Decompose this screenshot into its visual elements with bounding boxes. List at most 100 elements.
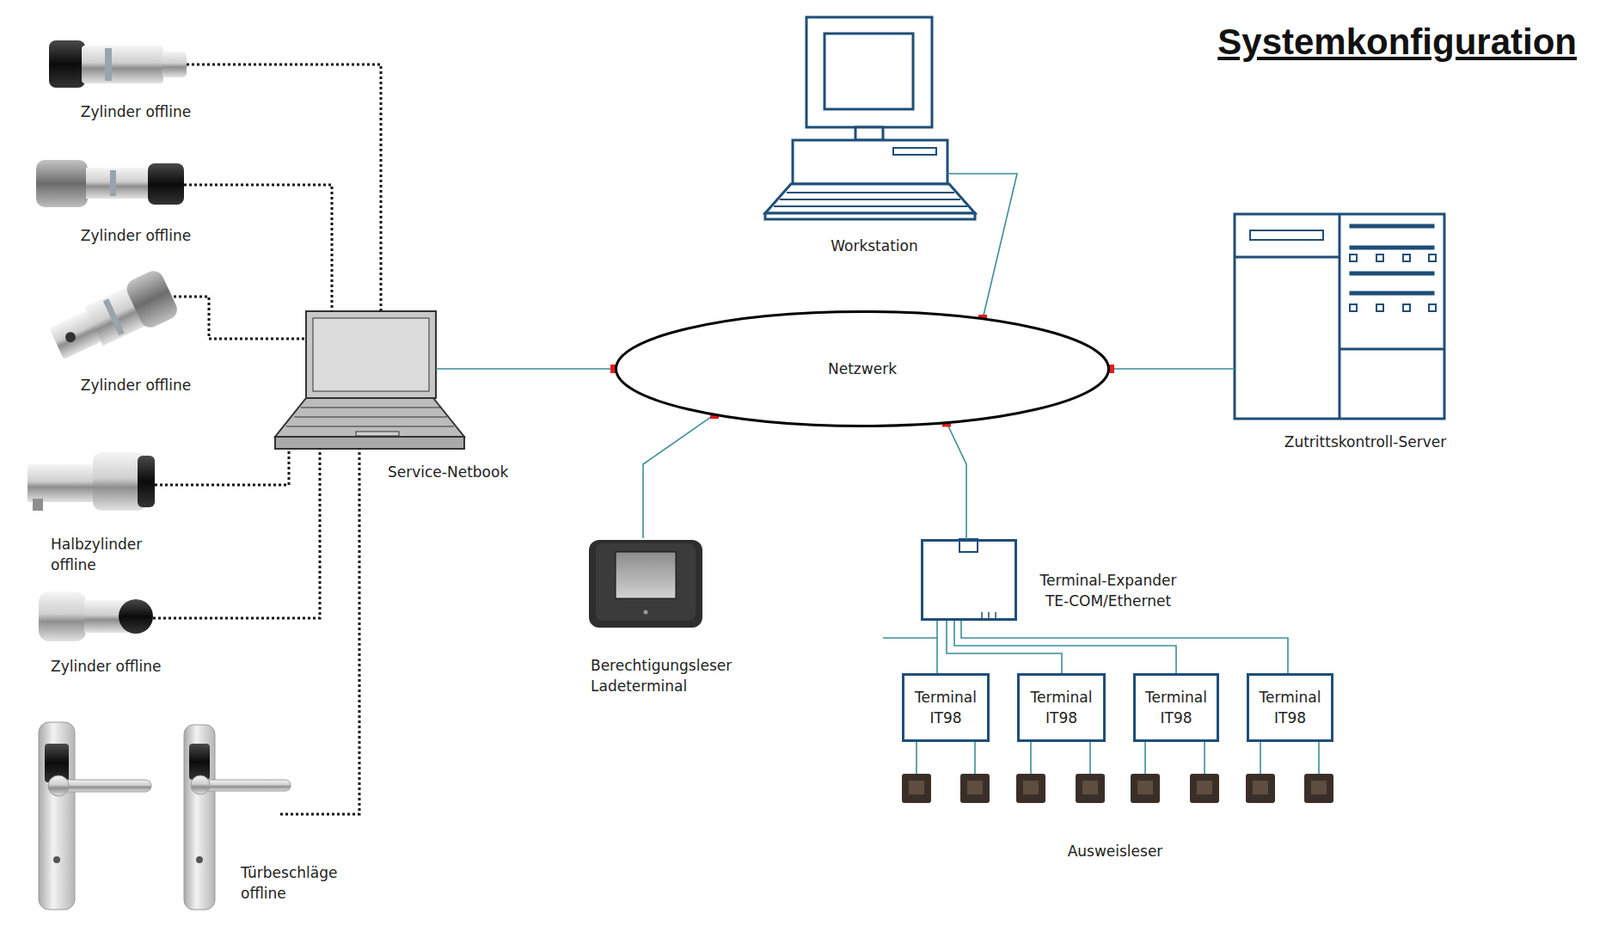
offline-link [173, 296, 307, 339]
workstation-picture [792, 140, 948, 184]
network-link [961, 620, 1288, 674]
device-caption: Zylinder offline [80, 101, 191, 123]
cylinder-picture [118, 599, 154, 634]
network-link [947, 173, 1018, 319]
badge-reader [1016, 773, 1046, 804]
cylinder-picture [161, 51, 187, 78]
box-label: Netzwerk [827, 358, 897, 380]
cylinder-picture [85, 167, 151, 199]
terminal-box: Terminal IT98 [901, 673, 990, 742]
device-caption: Terminal-Expander TE-COM/Ethernet [1038, 570, 1178, 612]
offline-link [280, 448, 360, 815]
cylinder-picture [123, 267, 181, 331]
box-label: Terminal IT98 [1029, 686, 1094, 729]
workstation-picture [855, 127, 883, 141]
half-cylinder-device: Halbzylinder offline [27, 452, 155, 511]
network-link [946, 422, 967, 540]
door-fitting-picture [199, 779, 291, 791]
network-link [643, 414, 715, 539]
server-picture [1349, 254, 1357, 262]
badge-reader [974, 741, 976, 774]
workstation-picture [806, 17, 932, 128]
badge-reader [901, 773, 1334, 804]
door-fitting-picture [53, 856, 61, 864]
workstation-device: Workstation [765, 17, 975, 220]
netbook-picture [275, 436, 465, 449]
netbook-picture [306, 311, 436, 399]
bus-stub [882, 637, 938, 639]
door-fitting-picture [38, 722, 291, 910]
load-terminal-picture [588, 539, 703, 628]
badge-reader-face [1252, 780, 1269, 795]
cylinder-picture [104, 48, 112, 81]
door-fitting-picture [48, 775, 69, 797]
reader-caption: Ausweisleser [1067, 840, 1164, 862]
door-fitting-picture [190, 775, 210, 795]
badge-reader [1259, 741, 1262, 774]
server-picture [1338, 214, 1342, 419]
workstation-picture [786, 191, 955, 194]
badge-reader [1189, 773, 1220, 804]
expander-box: Terminal-Expander TE-COM/Ethernet [920, 539, 1018, 621]
workstation-picture [765, 213, 975, 220]
offline-link [186, 64, 381, 312]
badge-reader [960, 773, 990, 804]
netbook-picture [355, 431, 399, 436]
netbook-picture [294, 416, 448, 418]
door-fitting-picture [196, 856, 203, 864]
box-label: Terminal IT98 [1144, 686, 1208, 729]
server-picture [1339, 348, 1445, 351]
badge-reader-face [1311, 780, 1327, 795]
badge-reader [1304, 773, 1334, 804]
server-picture [1403, 304, 1410, 312]
server-picture [1234, 256, 1340, 259]
load-terminal-picture [615, 551, 676, 599]
terminal-box: Terminal IT98 [1246, 673, 1334, 742]
badge-reader [1245, 773, 1276, 804]
server-picture [1428, 304, 1436, 312]
cylinder-picture [49, 40, 86, 88]
cylinder-picture [38, 591, 154, 642]
workstation-picture [779, 198, 961, 201]
device-caption: Halbzylinder offline [50, 533, 145, 576]
server-picture [1234, 214, 1445, 419]
badge-reader [1089, 741, 1092, 774]
network-link [946, 620, 1062, 674]
badge-reader [1144, 741, 1147, 774]
cylinder-picture [36, 159, 88, 208]
diagram-title: Systemkonfiguration [1217, 20, 1577, 64]
load-terminal-picture [588, 539, 703, 628]
server-picture [1349, 291, 1435, 295]
half-cylinder-picture [137, 455, 155, 508]
server-picture [1376, 304, 1384, 312]
cylinder-picture [103, 298, 125, 336]
load-terminal-picture [643, 610, 649, 615]
server-picture [1349, 245, 1435, 250]
cylinder-device: Zylinder offline [50, 273, 174, 368]
cylinder-device: Zylinder offline [49, 38, 187, 90]
workstation-picture [765, 17, 975, 220]
badge-reader-face [908, 780, 925, 795]
cylinder-picture [38, 591, 86, 642]
network-ellipse: Netzwerk [614, 310, 1110, 428]
device-caption: Berechtigungsleser Ladeterminal [590, 655, 735, 697]
network-link [435, 367, 615, 370]
device-caption: Zutrittskontroll-Server [1284, 431, 1447, 453]
server-picture [1428, 254, 1436, 262]
badge-reader [916, 741, 1319, 774]
door-fitting-picture [56, 779, 152, 792]
network-link [954, 620, 1177, 674]
terminal-box: Terminal IT98 [1133, 673, 1220, 742]
badge-reader-face [1023, 780, 1039, 795]
badge-reader [901, 773, 932, 804]
badge-reader-face [967, 780, 983, 795]
ellipse-outline [616, 312, 1110, 427]
badge-reader [1203, 741, 1206, 774]
door-fitting-picture [38, 722, 75, 910]
badge-reader-face [1082, 780, 1098, 795]
door-fitting-picture [189, 743, 210, 780]
box-label: Terminal IT98 [913, 686, 978, 729]
server-picture [1250, 230, 1324, 240]
